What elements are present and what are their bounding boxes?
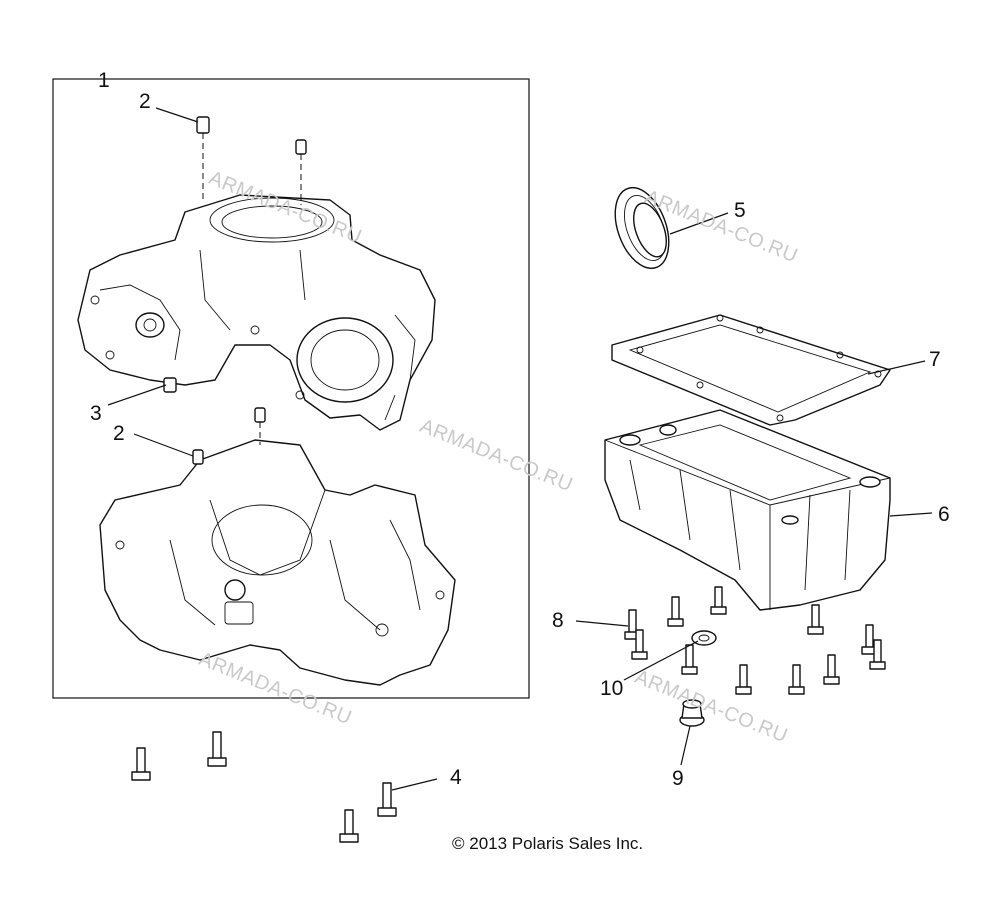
callout-2-lower: 2 <box>113 422 125 445</box>
callout-2-upper: 2 <box>139 90 151 113</box>
callout-5: 5 <box>734 199 746 222</box>
copyright-notice: © 2013 Polaris Sales Inc. <box>452 834 644 853</box>
dowel-item-3 <box>163 377 177 393</box>
oil-pan-gasket-item-7 <box>611 314 891 426</box>
callout-10: 10 <box>600 677 624 700</box>
bolts-item-4 <box>131 731 397 843</box>
upper-crankcase-half <box>77 194 436 431</box>
drain-plug-item-9 <box>679 699 705 727</box>
oil-pan-item-6 <box>604 409 891 611</box>
dowel-pins-upper <box>196 116 307 205</box>
bolts-item-8 <box>624 586 886 695</box>
lower-crankcase-half <box>99 439 456 686</box>
callout-6: 6 <box>938 503 950 526</box>
callout-7: 7 <box>929 348 941 371</box>
leader-lines <box>107 107 933 791</box>
callout-4: 4 <box>450 766 462 789</box>
crankcase-assembly-box <box>52 78 530 699</box>
oil-seal-item-5 <box>614 186 670 270</box>
callout-3: 3 <box>90 402 102 425</box>
callout-1: 1 <box>98 69 110 92</box>
callout-9: 9 <box>672 767 684 790</box>
callout-8: 8 <box>552 609 564 632</box>
dowel-pins-lower <box>192 407 266 465</box>
